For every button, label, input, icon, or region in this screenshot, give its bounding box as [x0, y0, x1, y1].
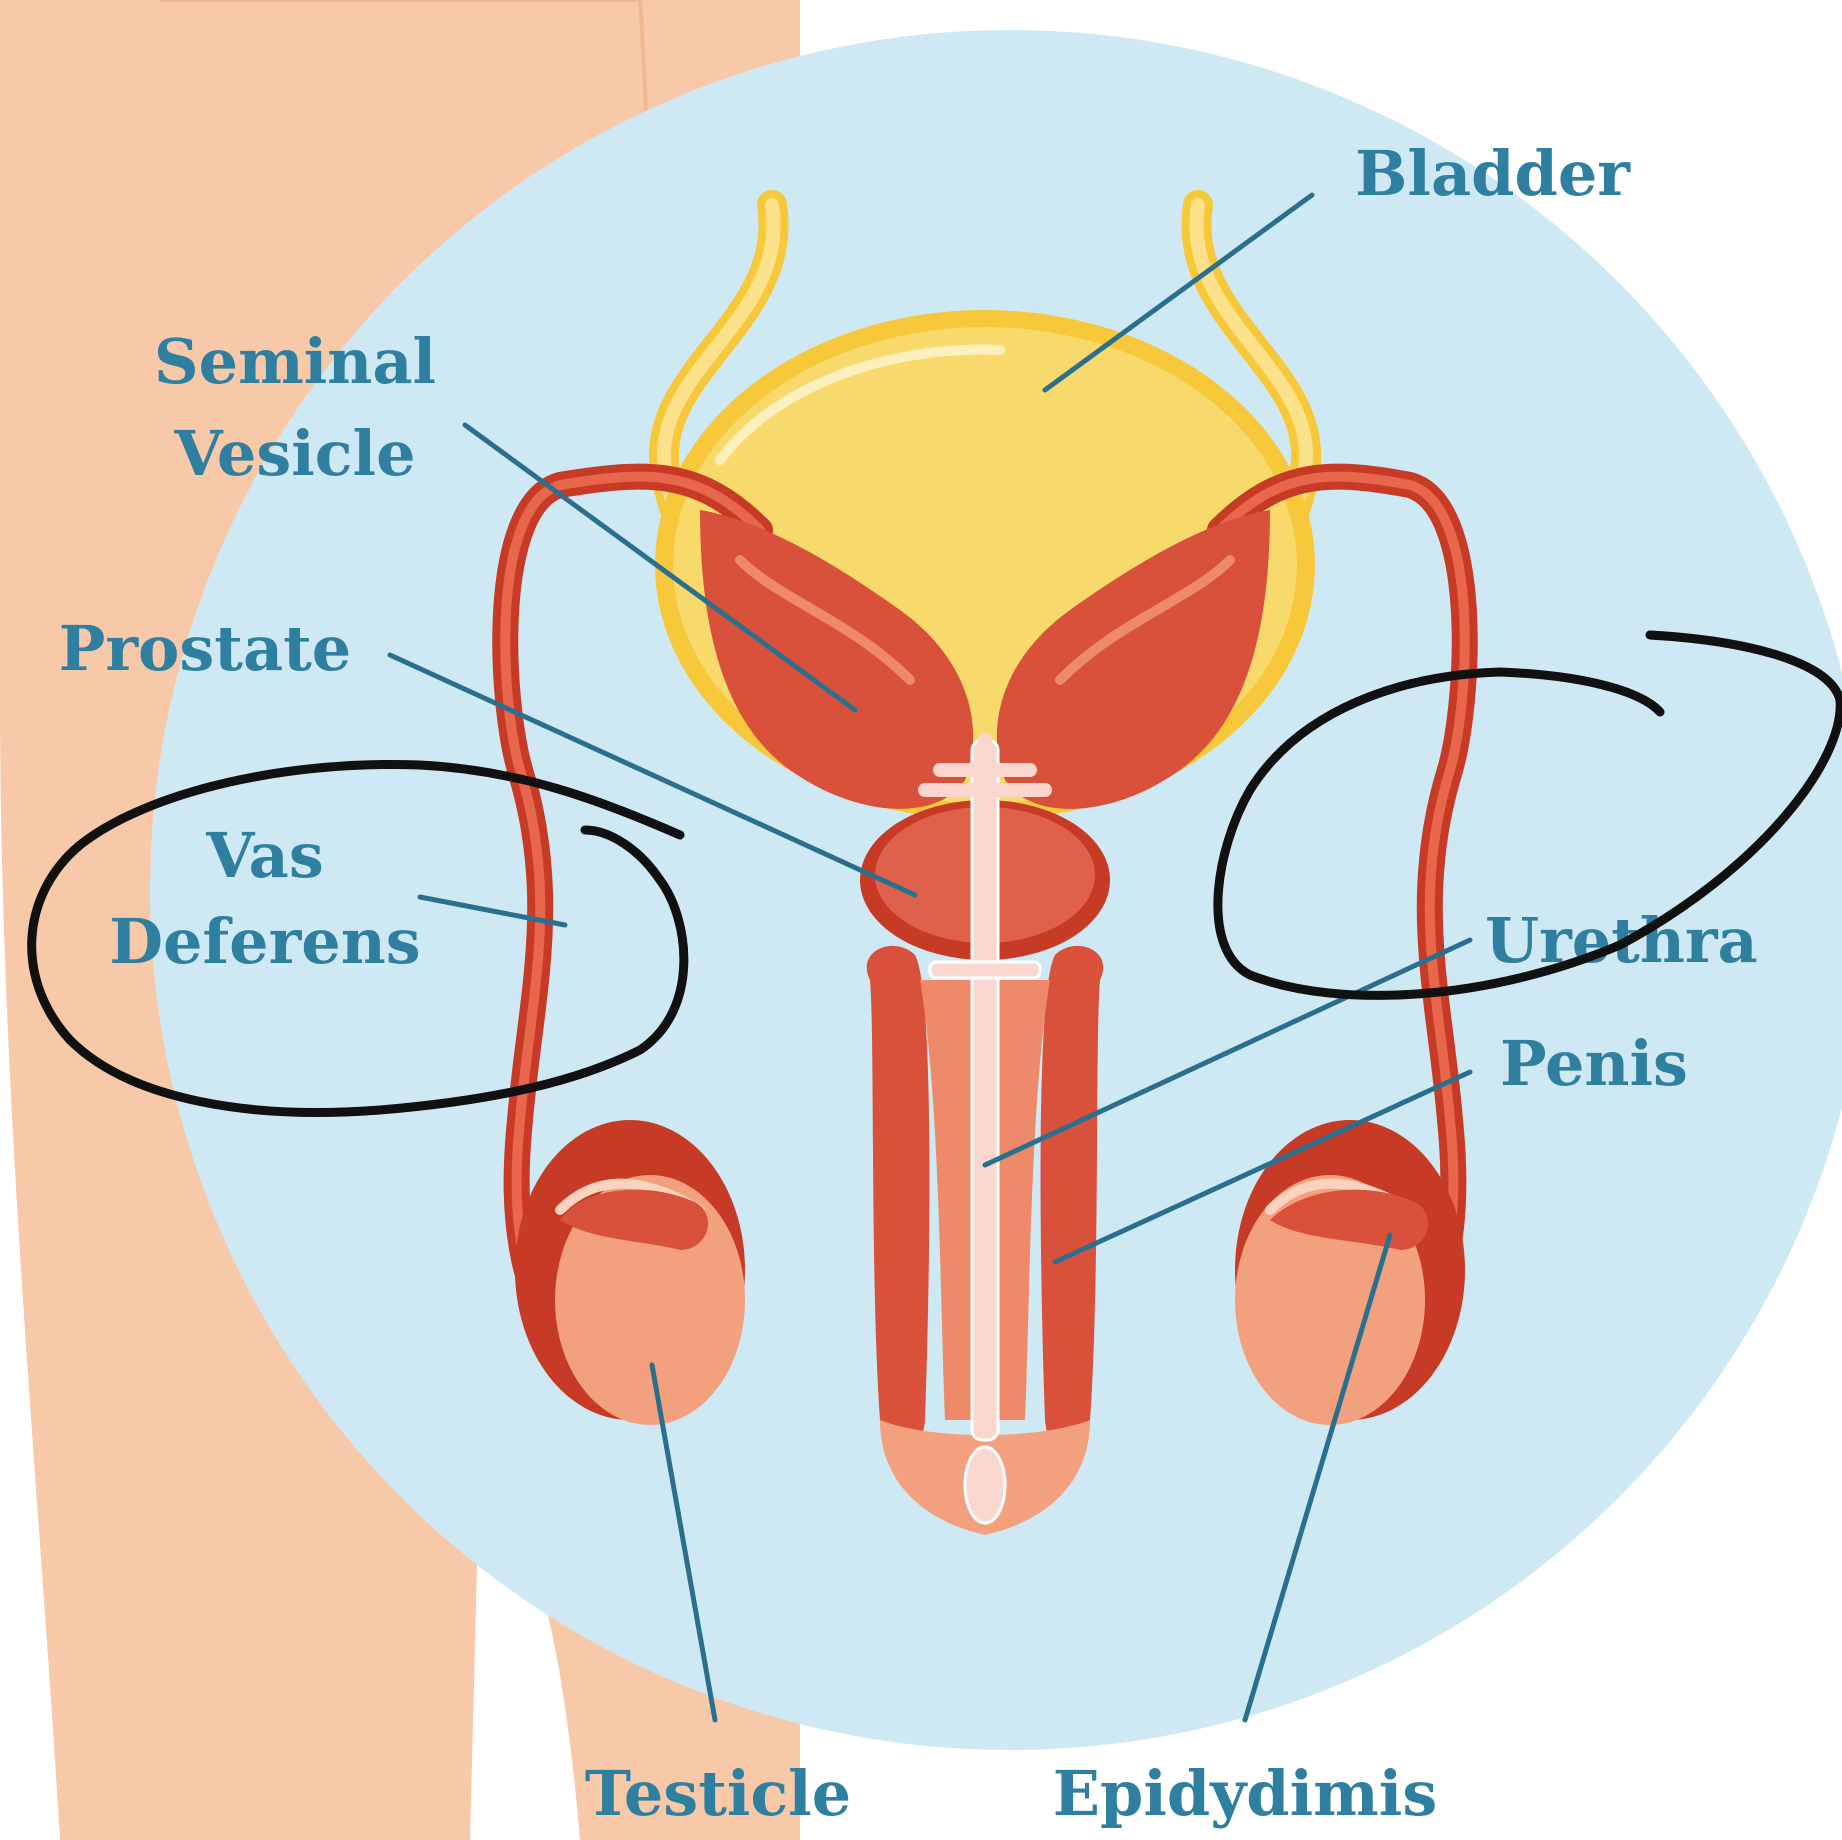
- label-seminal-vesicle-line2: Vesicle: [173, 417, 415, 490]
- label-epididymis: Epidydimis: [1053, 1757, 1438, 1830]
- label-penis: Penis: [1500, 1027, 1688, 1100]
- label-vas-deferens-line1: Vas: [205, 819, 324, 892]
- label-bladder: Bladder: [1355, 137, 1631, 210]
- label-vas-deferens-line2: Deferens: [109, 905, 420, 978]
- label-testicle: Testicle: [585, 1757, 851, 1830]
- label-prostate: Prostate: [59, 612, 351, 685]
- label-seminal-vesicle-line1: Seminal: [154, 325, 436, 398]
